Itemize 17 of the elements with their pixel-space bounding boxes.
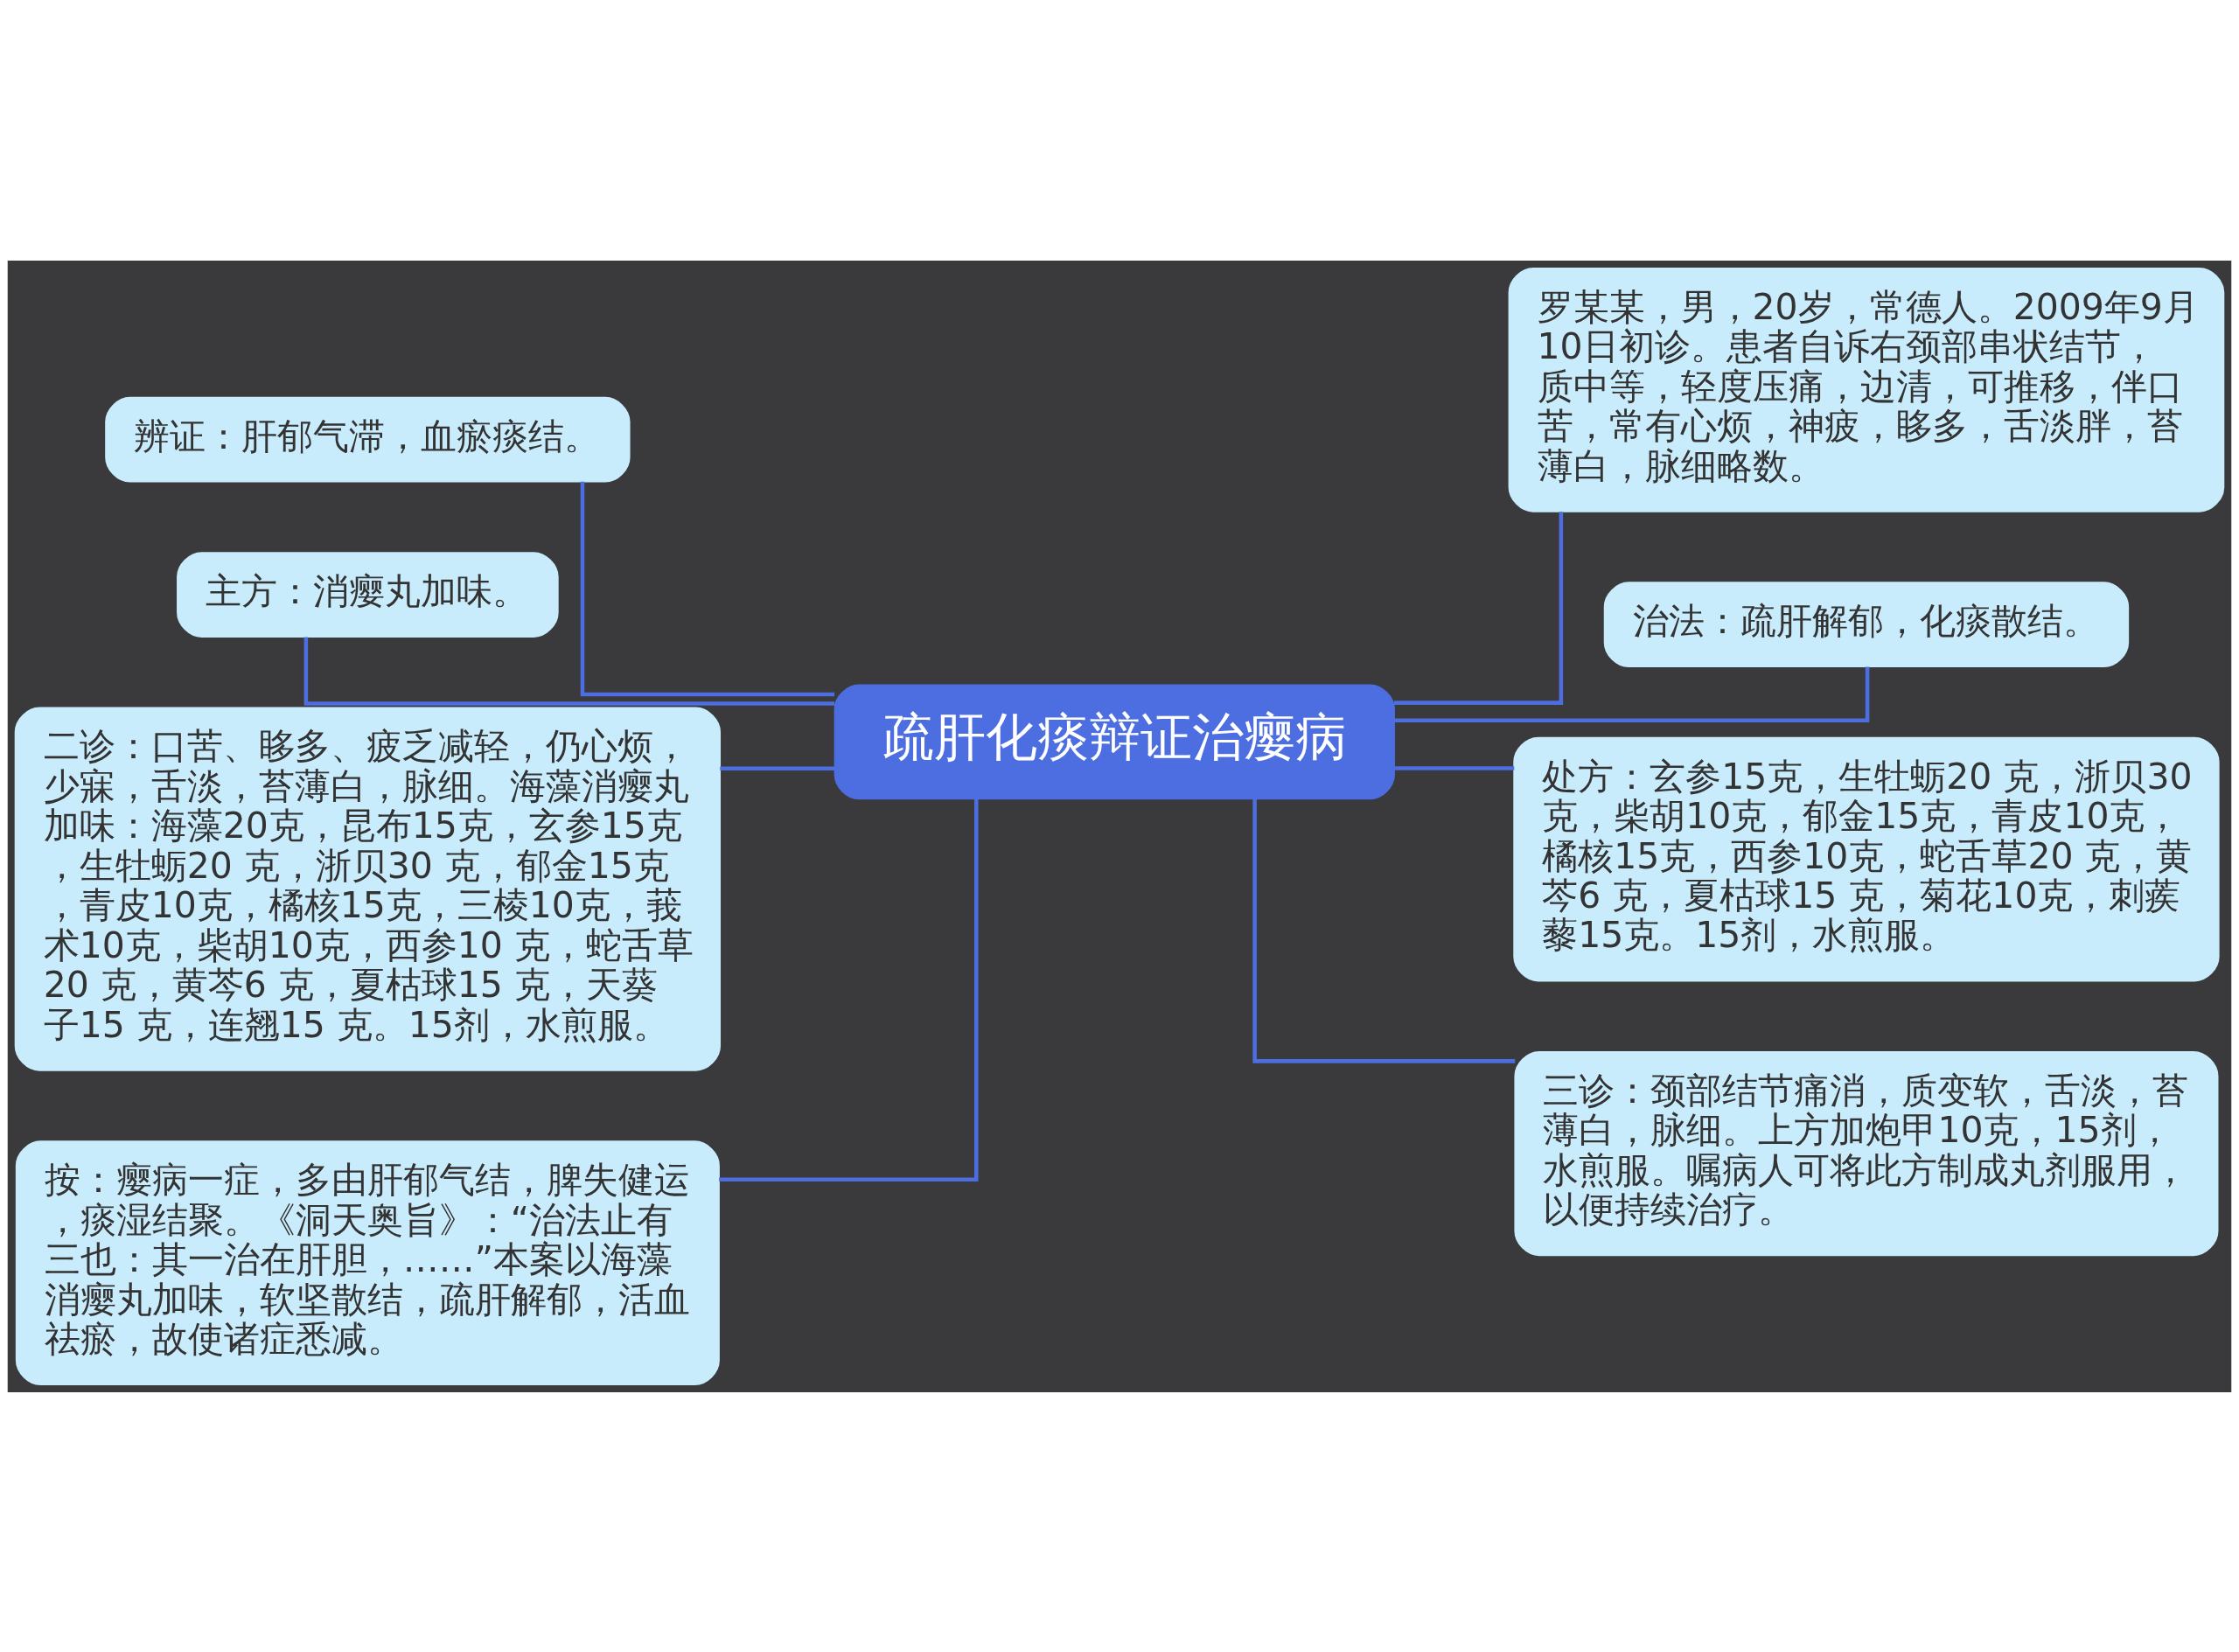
node-box: 三诊：颈部结节痛消，质变软，舌淡，苔薄白，脉细。上方加炮甲10克，15剂，水煎服。嘱病人可将此方制成丸剂服用，以便持续治疗。 <box>1514 1050 2219 1256</box>
node-box: 处方：玄参15克，生牡蛎20 克，浙贝30 克，柴胡10克，郁金15克，青皮10克，橘核15克，西参10克，蛇舌草20 克，黄芩6 克，夏枯球15 克，菊花10克，刺蒺藜15克。15剂，水煎服。 <box>1513 736 2220 981</box>
node-box: 疏肝化痰辩证治瘿病 <box>834 683 1395 799</box>
connector <box>1252 798 1516 1063</box>
node-box: 辨证：肝郁气滞，血瘀痰结。 <box>105 396 631 483</box>
node-box: 二诊：口苦、眵多、疲乏减轻，仍心烦，少寐，舌淡，苔薄白，脉细。海藻消瘿丸加味：海藻20克，昆布15克，玄参15克，生牡蛎20 克，浙贝30 克，郁金15克，青皮10克，橘核15克，三棱10克，莪术10克，柴胡10克，西参10 克，蛇舌草20 克，黄芩6 克，夏枯球15 克，天葵子15 克，连翘15 克。15剂，水煎服。 <box>14 707 722 1071</box>
node-box: 罗某某，男，20岁，常德人。2009年9月10日初诊。患者自诉右颈部串状结节，质中等，轻度压痛，边清，可推移，伴口苦，常有心烦，神疲，眵多，舌淡胖，苔薄白，脉细略数。 <box>1508 267 2225 512</box>
connector <box>580 481 835 696</box>
connector <box>1394 511 1564 705</box>
connector <box>719 798 979 1181</box>
node-box: 治法：疏肝解郁，化痰散结。 <box>1603 581 2130 667</box>
connector <box>1394 765 1515 770</box>
node-box: 主方：消瘿丸加味。 <box>177 551 559 638</box>
connector <box>720 765 835 770</box>
node-box: 按：瘿病一症，多由肝郁气结，脾失健运，痰湿结聚。《洞天奥旨》：“治法止有三也：其一治在肝胆，……”本案以海藻消瘿丸加味，软坚散结，疏肝解郁，活血祛瘀，故使诸症悉减。 <box>15 1140 720 1385</box>
connector <box>303 637 835 706</box>
connector <box>1394 666 1870 722</box>
